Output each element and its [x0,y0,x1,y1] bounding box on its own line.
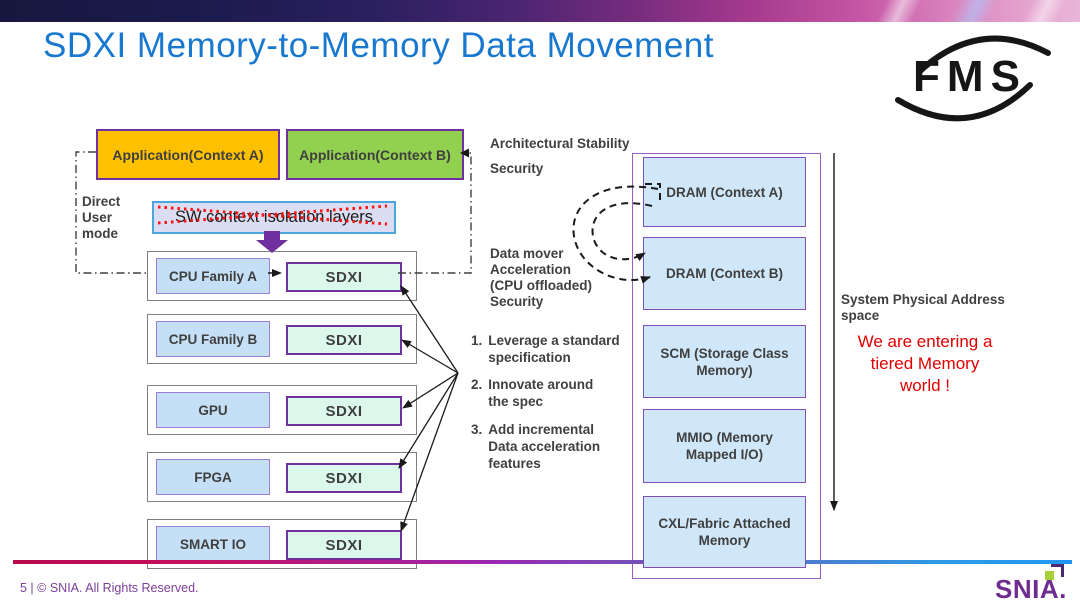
list-item-1: 1. Leverage a standard specification [471,333,620,365]
list-item-3: 3. Add incremental Data acceleration fea… [471,422,601,471]
fms-swoosh-icon [895,35,1051,122]
sdxi-box: SDXI [286,396,402,426]
list-item-2: 2. Innovate around the spec [471,377,594,409]
application-context-b-box: Application(Context B) [286,129,464,180]
snia-logo-bracket-icon [1051,564,1064,577]
data-mover-label: Data mover Acceleration (CPU offloaded) … [490,246,592,309]
security-label: Security [490,161,544,176]
device-row-cpu-family-a: CPU Family A SDXI [147,251,417,301]
footer-divider [13,560,1072,564]
device-row-gpu: GPU SDXI [147,385,417,435]
application-context-b-label: Application(Context B) [299,146,451,163]
fms-logo: FMS [880,25,1060,133]
fms-logo-text: FMS [913,52,1027,101]
sdxi-box: SDXI [286,463,402,493]
system-physical-address-label: System Physical Address space [841,292,1005,323]
device-box: SMART IO [156,526,270,562]
device-row-fpga: FPGA SDXI [147,452,417,502]
banner-streaks-decoration [800,0,1080,22]
architectural-stability-label: Architectural Stability [490,136,630,151]
sdxi-box: SDXI [286,530,402,560]
snia-logo-green-square-icon [1045,571,1054,580]
device-row-cpu-family-b: CPU Family B SDXI [147,314,417,364]
snia-logo-text: SNIA. [995,574,1067,604]
down-arrow-icon [256,231,288,253]
sdxi-box: SDXI [286,262,402,292]
footer-copyright: 5 | © SNIA. All Rights Reserved. [20,581,199,595]
application-context-a-label: Application(Context A) [112,146,264,163]
tiered-memory-note: We are entering a tiered Memory world ! [857,332,993,395]
direct-user-mode-label: Direct User mode [82,194,121,241]
sw-isolation-label: SW context isolation layers [174,208,374,226]
sw-isolation-box: SW context isolation layers [152,201,396,234]
memory-box-dram-b: DRAM (Context B) [643,237,806,310]
memory-box-cxl: CXL/Fabric Attached Memory [643,496,806,568]
device-box: CPU Family B [156,321,270,357]
memory-box-dram-a: DRAM (Context A) [643,157,806,227]
memory-box-scm: SCM (Storage Class Memory) [643,325,806,398]
memory-box-mmio: MMIO (Memory Mapped I/O) [643,409,806,483]
page-title: SDXI Memory-to-Memory Data Movement [43,26,714,65]
sdxi-box: SDXI [286,325,402,355]
device-box: FPGA [156,459,270,495]
application-context-a-box: Application(Context A) [96,129,280,180]
device-box: GPU [156,392,270,428]
device-box: CPU Family A [156,258,270,294]
